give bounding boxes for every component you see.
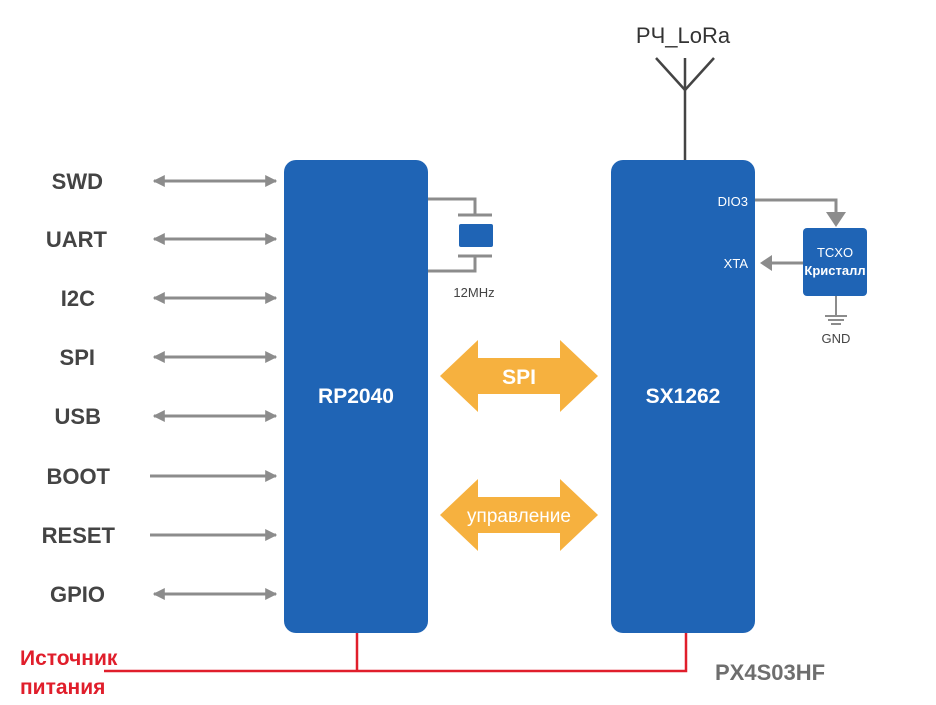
mcu-block: RP2040 bbox=[284, 160, 428, 633]
interface-reset: RESET bbox=[42, 523, 278, 548]
interface-swd: SWD bbox=[52, 169, 278, 194]
power-rail bbox=[104, 633, 688, 673]
antenna-label: РЧ_LoRa bbox=[636, 23, 731, 48]
watermark: PX4S03HF bbox=[715, 660, 825, 685]
control-link: управление bbox=[440, 479, 598, 551]
interface-label: SPI bbox=[60, 345, 95, 370]
mcu-label: RP2040 bbox=[318, 385, 394, 408]
crystal-icon bbox=[459, 224, 493, 247]
pin-xta: XTA bbox=[724, 256, 749, 271]
power-label-line1: Источник bbox=[20, 647, 118, 670]
power-supply: Источник питания bbox=[20, 633, 688, 699]
ground-icon bbox=[825, 296, 847, 325]
power-label-line2: питания bbox=[20, 676, 105, 699]
interface-i2c: I2C bbox=[61, 286, 278, 311]
interface-label: I2C bbox=[61, 286, 95, 311]
interface-gpio: GPIO bbox=[50, 582, 278, 607]
double-arrow-icon bbox=[440, 340, 598, 412]
interface-label: BOOT bbox=[46, 464, 110, 489]
spi-link: SPI bbox=[440, 340, 598, 412]
interface-list: SWD UART I2C SPI USB BOOT RESET GPIO bbox=[42, 169, 278, 607]
spi-link-label: SPI bbox=[502, 366, 536, 389]
interface-label: USB bbox=[55, 404, 101, 429]
interface-usb: USB bbox=[55, 404, 278, 429]
crystal: 12MHz bbox=[428, 197, 495, 300]
tcxo: TCXO Кристалл GND bbox=[755, 198, 867, 346]
pin-dio3: DIO3 bbox=[718, 194, 748, 209]
radio-label: SX1262 bbox=[646, 385, 721, 408]
tcxo-label: TCXO bbox=[817, 245, 853, 260]
interface-uart: UART bbox=[46, 227, 278, 252]
control-link-label: управление bbox=[467, 506, 571, 527]
interface-label: SWD bbox=[52, 169, 103, 194]
interface-boot: BOOT bbox=[46, 464, 278, 489]
interface-label: RESET bbox=[42, 523, 116, 548]
double-arrow-icon bbox=[440, 479, 598, 551]
antenna-icon bbox=[655, 57, 715, 160]
gnd-label: GND bbox=[822, 331, 851, 346]
interface-label: GPIO bbox=[50, 582, 105, 607]
tcxo-sublabel: Кристалл bbox=[804, 263, 865, 278]
radio-block: SX1262 DIO3 XTA bbox=[611, 160, 755, 633]
antenna: РЧ_LoRa bbox=[636, 23, 731, 160]
interface-spi: SPI bbox=[60, 345, 278, 370]
tcxo-block bbox=[803, 228, 867, 296]
interface-label: UART bbox=[46, 227, 108, 252]
crystal-frequency: 12MHz bbox=[453, 285, 494, 300]
